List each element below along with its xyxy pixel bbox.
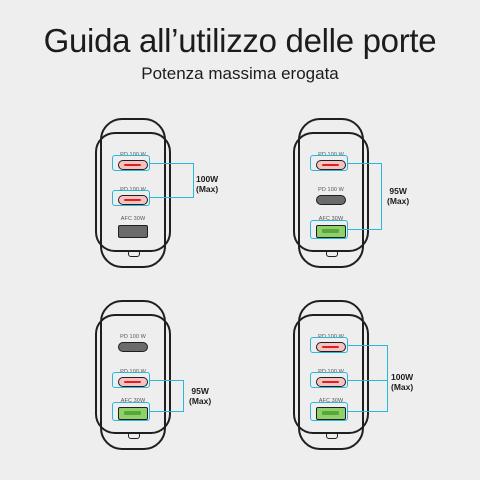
power-bracket xyxy=(150,380,184,412)
usb-c-port-1 xyxy=(118,160,148,170)
highlight-port-1 xyxy=(310,155,348,171)
power-bracket xyxy=(150,163,194,198)
diagram-panel-bottom-right: PD 100 W PD 100 W AFC 30W 100W (Max) xyxy=(290,300,480,460)
charger-slot xyxy=(326,432,338,439)
highlight-port-2 xyxy=(310,372,348,388)
power-max: (Max) xyxy=(196,184,219,194)
usb-c-port-2 xyxy=(316,377,346,387)
highlight-port-3 xyxy=(310,402,348,421)
power-bracket xyxy=(348,345,388,412)
charger-slot xyxy=(326,250,338,257)
usb-c-port-1 xyxy=(118,342,148,352)
highlight-port-2 xyxy=(112,372,150,388)
diagram-panel-top-right: PD 100 W PD 100 W AFC 30W 95W (Max) xyxy=(290,118,480,278)
charger-slot xyxy=(128,250,140,257)
usb-a-port xyxy=(316,407,346,420)
port-label-pd-2: PD 100 W xyxy=(318,187,344,193)
highlight-port-1 xyxy=(310,337,348,353)
usb-c-port-2 xyxy=(118,377,148,387)
power-value: 95W (Max) xyxy=(387,186,409,206)
usb-c-port-1 xyxy=(316,342,346,352)
diagram-panel-top-left: PD 100 W PD 100 W AFC 30W 100W (Max) xyxy=(92,118,292,278)
power-watt: 95W xyxy=(389,186,407,196)
usb-a-port xyxy=(118,407,148,420)
power-bracket xyxy=(348,163,382,230)
usb-c-port-2 xyxy=(316,195,346,205)
port-label-pd-1: PD 100 W xyxy=(120,334,146,340)
power-watt: 100W xyxy=(196,174,219,184)
page-subtitle: Potenza massima erogata xyxy=(141,64,339,83)
charger-slot xyxy=(128,432,140,439)
diagram-panel-bottom-left: PD 100 W PD 100 W AFC 30W 95W (Max) xyxy=(92,300,292,460)
power-max: (Max) xyxy=(189,396,212,406)
port-label-afc: AFC 30W xyxy=(318,398,344,404)
usb-a-port xyxy=(118,225,148,238)
highlight-port-3 xyxy=(310,220,348,239)
highlight-port-3 xyxy=(112,402,150,421)
power-max: (Max) xyxy=(391,382,414,392)
usb-c-port-1 xyxy=(316,160,346,170)
power-value: 95W (Max) xyxy=(189,386,211,406)
highlight-port-2 xyxy=(112,190,150,206)
port-label-afc: AFC 30W xyxy=(120,398,146,404)
port-label-afc: AFC 30W xyxy=(120,216,146,222)
power-value: 100W (Max) xyxy=(196,174,218,194)
power-max: (Max) xyxy=(387,196,410,206)
usb-a-port xyxy=(316,225,346,238)
power-watt: 100W xyxy=(391,372,414,382)
power-watt: 95W xyxy=(191,386,209,396)
highlight-port-1 xyxy=(112,155,150,171)
power-bracket-mid xyxy=(348,380,388,381)
usb-c-port-2 xyxy=(118,195,148,205)
power-value: 100W (Max) xyxy=(391,372,413,392)
port-label-afc: AFC 30W xyxy=(318,216,344,222)
page-title: Guida all’utilizzo delle porte xyxy=(43,22,437,59)
